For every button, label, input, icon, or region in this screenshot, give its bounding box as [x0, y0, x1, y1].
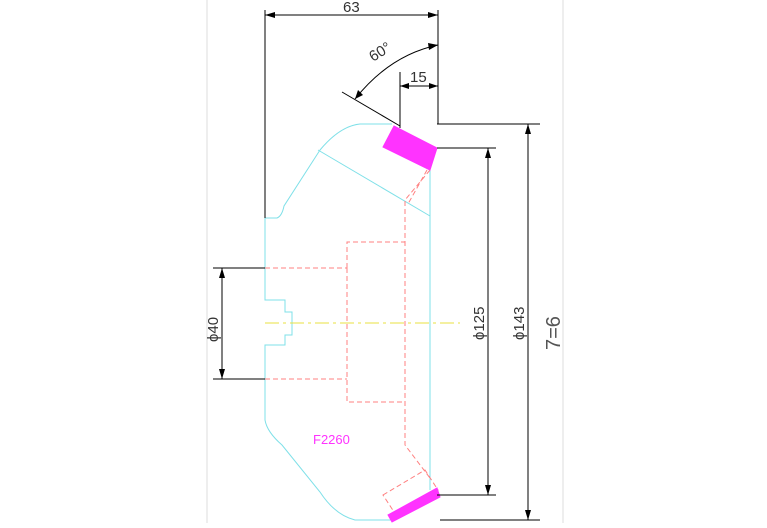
- arrow-143-bottom: [525, 510, 531, 520]
- dim-text-40: ϕ40: [205, 317, 222, 342]
- arrow-angle-start: [355, 90, 363, 99]
- arrow-125-top: [485, 148, 491, 158]
- dim-text-125: ϕ125: [471, 307, 488, 340]
- tooth-section-top: [382, 125, 438, 171]
- arrow-63-left: [265, 12, 275, 18]
- arrow-15-left: [400, 83, 409, 89]
- arrow-40-top: [219, 268, 225, 278]
- arrow-143-top: [525, 124, 531, 134]
- arrow-15-right: [429, 83, 438, 89]
- hub-hidden-profile: [346, 241, 405, 403]
- dimension-lines: [213, 10, 540, 521]
- angle-arc: [354, 44, 439, 100]
- hidden-lines: [265, 169, 439, 516]
- arrow-125-bottom: [485, 485, 491, 495]
- dim-text-143: ϕ143: [511, 307, 528, 340]
- dim-text-63: 63: [343, 0, 360, 16]
- back-cone-hidden: [404, 169, 431, 479]
- angle-leader: [341, 91, 401, 127]
- dim-text-60-angle: 60°: [366, 39, 394, 65]
- dim-text-15: 15: [410, 69, 427, 86]
- arrowheads: [219, 12, 531, 520]
- pitch-cone-line: [317, 149, 431, 217]
- outer-profile: [264, 123, 395, 521]
- tooth-section-bottom: [387, 487, 441, 523]
- arrow-angle-end: [428, 43, 438, 50]
- part-code-label: F2260: [313, 432, 350, 447]
- arrow-40-bottom: [219, 369, 225, 379]
- arrow-63-right: [428, 12, 438, 18]
- dim-text-teeth-ratio: 7=6: [543, 316, 565, 350]
- tooth-hidden-top: [407, 169, 428, 205]
